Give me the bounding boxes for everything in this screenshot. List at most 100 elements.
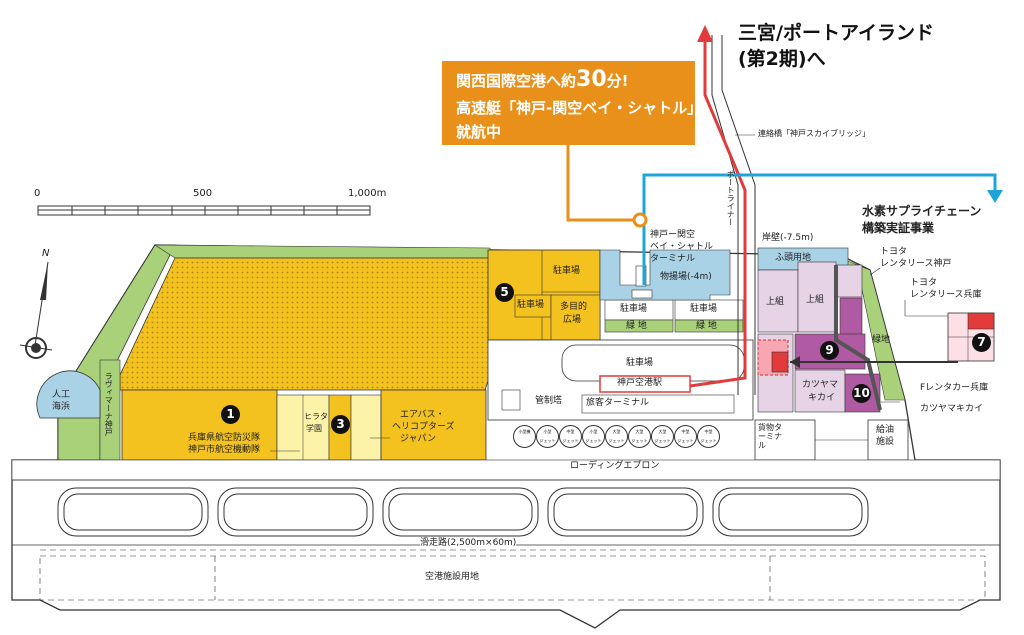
uegumi-2 [797, 261, 837, 333]
hydrogen-title-1: 水素サプライチェーン [862, 204, 982, 218]
hydrogen-title-2: 構築実証事業 [862, 221, 935, 235]
hyogo-label-2: 神戸市航空機動隊 [188, 445, 261, 455]
toyota-kobe-1: トヨタ [880, 247, 908, 257]
gate-spot-label: ジェット [677, 438, 694, 443]
zone-airbus [380, 389, 487, 461]
gate-spot-label: 中型 [681, 429, 690, 434]
facility-label: 空港施設用地 [425, 572, 480, 582]
multi-plaza-1: 多目的 [560, 302, 588, 312]
uegumi-label-1: 上組 [766, 297, 785, 307]
bridge [721, 35, 756, 395]
hirata-label-1: ヒラタ [304, 412, 328, 421]
facility-land [39, 555, 986, 601]
parking-small-label: 駐車場 [517, 300, 545, 310]
zone-airbus-light [350, 394, 382, 461]
bridge-label: 連絡橋「神戸スカイブリッジ」 [758, 129, 870, 138]
gate-spot-label: 大型 [612, 429, 621, 434]
uegumi-label-2: 上組 [806, 295, 825, 305]
callout-connector [566, 145, 636, 222]
gate-spot-label: 小型機 [518, 429, 531, 434]
green-lot-1-label: 緑 地 [626, 321, 647, 331]
parking-mid-label: 駐車場 [620, 304, 648, 314]
callout-line2: 高速艇「神戸-関空ベイ・シャトル」 [456, 99, 703, 117]
gate-spot: 小型ジェット [582, 425, 605, 448]
scale-bar [37, 205, 371, 216]
hirata-label-2: 学園 [306, 424, 322, 433]
airbus-label-1: エアバス・ [400, 410, 445, 420]
gate-spot-label: 小型 [589, 429, 598, 434]
toyota-kobe-lot [835, 264, 863, 298]
gate-spot-label: ジェット [700, 438, 717, 443]
callout-line1b: 分! [606, 72, 629, 90]
green-lot-1 [604, 319, 674, 333]
gate-spot-label: 中型 [704, 429, 713, 434]
parking-mid2-label: 駐車場 [690, 304, 718, 314]
gate-spot-label: ジェット [562, 438, 579, 443]
callout-minutes: 30 [576, 67, 607, 92]
marker-3: 3 [331, 415, 350, 434]
parking-center-label: 駐車場 [626, 358, 654, 368]
scale-500: 500 [193, 188, 213, 199]
development-area [119, 257, 491, 391]
green-lot-2-label: 緑 地 [696, 321, 717, 331]
green-belt-north [153, 244, 491, 259]
gate-spot-label: ジェット [539, 438, 556, 443]
green-lot-2 [674, 319, 744, 333]
fuel-label-1: 給油 [876, 425, 895, 435]
station-box [599, 375, 691, 393]
loading-apron [11, 459, 1001, 481]
gate-spot-label: 小型 [543, 429, 552, 434]
wharf-label: ふ頭用地 [775, 253, 812, 263]
terminal-label: 旅客ターミナル [586, 398, 650, 408]
port-liner-label: ポートライナー [726, 170, 736, 226]
shuttle-terminal-1: 神戸ー関空 [650, 230, 696, 240]
katsuyama-side-label: カツヤマキカイ [920, 404, 984, 414]
gate-spot: 大型ジェット [628, 425, 651, 448]
marker-7: 7 [972, 333, 991, 352]
marker-5: 5 [495, 283, 514, 302]
cargo-terminal-label: 貨物ターミナル [758, 423, 782, 451]
port-basin [599, 249, 731, 301]
gate-spot: 中型ジェット [697, 425, 720, 448]
toyota-hyogo-1: トヨタ [910, 278, 938, 288]
gate-spot: 中型ジェット [674, 425, 697, 448]
artificial-beach [36, 370, 101, 419]
callout-line3: 就航中 [456, 123, 502, 141]
airbus-label-2: ヘリコプターズ [392, 422, 455, 432]
f-rental-label: Fレンタカー兵庫 [920, 383, 989, 393]
gate-spot: 大型ジェット [651, 425, 674, 448]
gate-spot: 中型ジェット [559, 425, 582, 448]
destination-line2: (第2期)へ [738, 48, 826, 70]
airbus-label-3: ジャパン [400, 434, 437, 444]
beach-label-2: 海浜 [52, 402, 71, 412]
callout-line1a: 関西国際空港へ約 [456, 72, 577, 90]
gate-spot-label: ジェット [585, 438, 602, 443]
zone-1 [121, 389, 278, 461]
port-liner-route [689, 40, 747, 388]
katsuyama-a: カツヤマ [802, 380, 839, 390]
fuel-label-2: 施設 [876, 437, 895, 447]
compass-icon [19, 261, 53, 359]
destination-line1: 三宮/ポートアイランド [738, 22, 934, 44]
sea-route [642, 173, 997, 285]
gate-spot-label: ジェット [654, 438, 671, 443]
uegumi-1 [757, 269, 799, 333]
katsuyama-b: キカイ [808, 393, 836, 403]
green-right-label: 緑地 [872, 335, 891, 345]
gate-spot: 大型ジェット [605, 425, 628, 448]
fuel-facility [867, 419, 909, 461]
control-tower-label: 管制塔 [535, 396, 563, 406]
parking-top-label: 駐車場 [553, 266, 581, 276]
gate-spot-label: ジェット [608, 438, 625, 443]
loading-apron-label: ローディングエプロン [570, 461, 660, 471]
marker-10: 10 [852, 384, 871, 403]
station-label: 神戸空港駅 [617, 378, 663, 388]
beach-label-1: 人工 [52, 390, 71, 400]
kansai-shuttle-callout: 関西国際空港へ約30分! 高速艇「神戸-関空ベイ・シャトル」 就航中 [442, 61, 702, 145]
multi-plaza-2: 広場 [563, 315, 582, 325]
gate-spot: 小型機 [513, 425, 536, 448]
gate-spot-label: 中型 [566, 429, 575, 434]
gate-spot-label: ジェット [631, 438, 648, 443]
shuttle-terminal-2: ベイ・シャトル [650, 242, 714, 252]
